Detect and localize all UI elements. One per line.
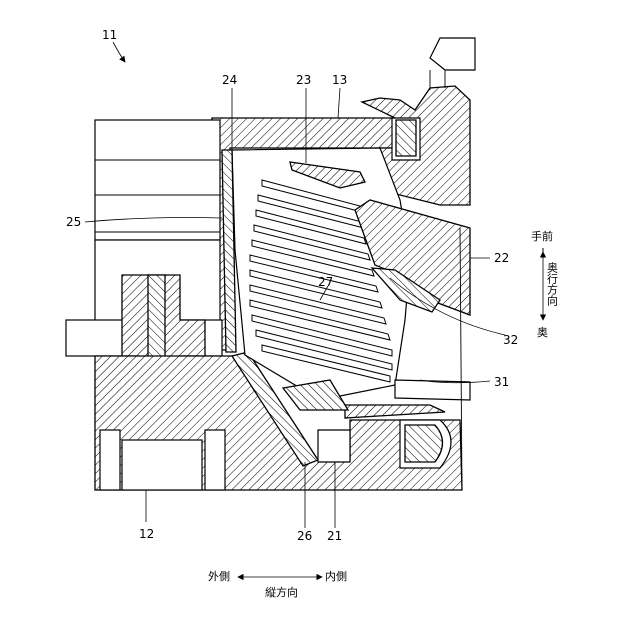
label-32: 32: [503, 333, 518, 347]
direction-outer-label: 外側: [208, 570, 230, 583]
label-11: 11: [102, 28, 117, 42]
vertical-direction-indicator: 手前 奥行方向 奥: [531, 229, 559, 339]
label-23: 23: [296, 73, 311, 87]
label-31: 31: [494, 375, 509, 389]
label-26: 26: [297, 529, 312, 543]
label-22: 22: [494, 251, 509, 265]
direction-longitudinal-caption: 縦方向: [265, 585, 298, 599]
label-24: 24: [222, 73, 237, 87]
label-27: 27: [318, 275, 333, 289]
label-13: 13: [332, 73, 347, 87]
label-21: 21: [327, 529, 342, 543]
label-12: 12: [139, 527, 154, 541]
horizontal-direction-indicator: 外側 内側 縦方向: [208, 569, 347, 599]
direction-front-label: 手前: [531, 229, 553, 243]
direction-inner-label: 内側: [325, 569, 347, 583]
direction-back-label: 奥: [537, 325, 548, 339]
label-25: 25: [66, 215, 81, 229]
direction-depth-label: 奥行方向: [546, 261, 559, 306]
